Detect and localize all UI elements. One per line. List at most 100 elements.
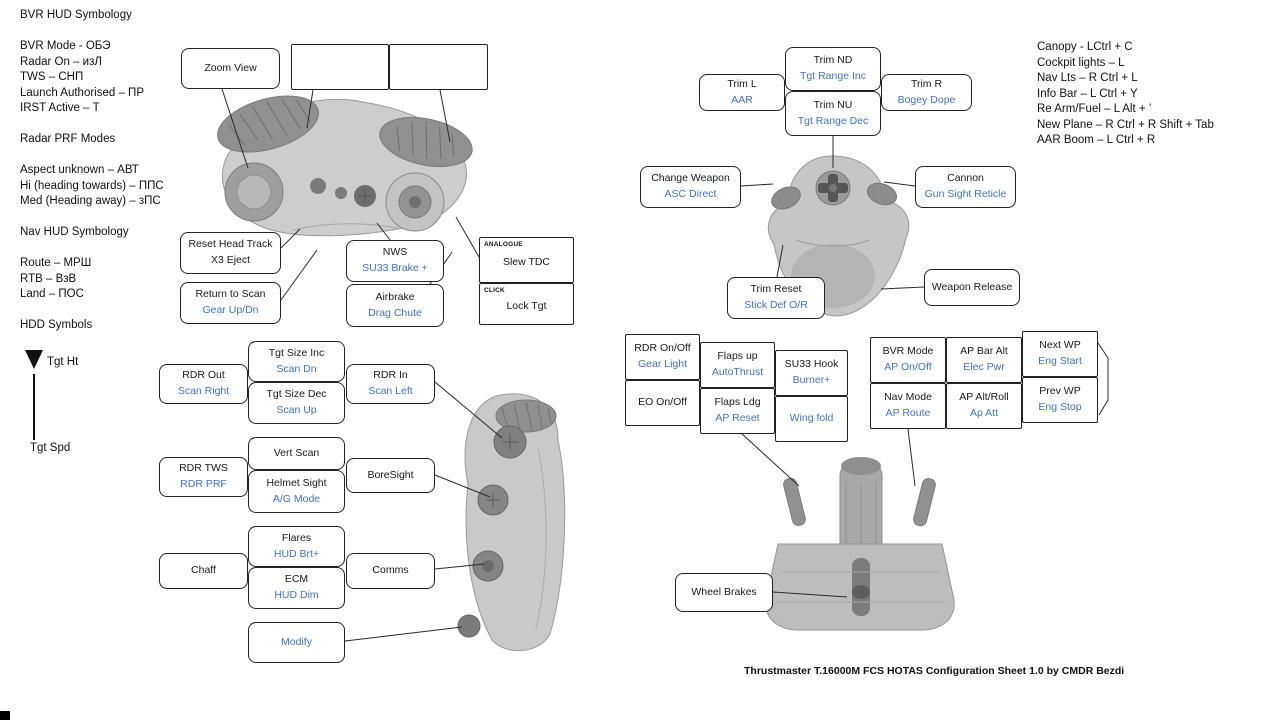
legend-line: Aspect unknown – АВТ <box>20 164 139 176</box>
legend-line: Launch Authorised – ПР <box>20 86 144 99</box>
callout-secondary-label: AP Reset <box>715 412 760 424</box>
callout-wheel-brakes: Wheel Brakes <box>675 573 773 612</box>
callout-nws: NWS SU33 Brake + <box>346 240 444 282</box>
callout-secondary-label: Scan Left <box>368 385 413 397</box>
click-tag: CLICK <box>484 287 505 294</box>
callout-secondary-label: Scan Up <box>276 404 317 416</box>
page-corner-mark <box>0 711 10 720</box>
left-legend: BVR HUD Symbology BVR Mode - ОБЭ Radar O… <box>20 8 215 334</box>
callout-secondary-label: Gear Up/Dn <box>202 304 259 316</box>
legend-line: Route – МРШ <box>20 257 92 269</box>
callout-primary-label: Vert Scan <box>273 446 320 459</box>
callout-secondary-label: Ap Att <box>969 407 999 419</box>
legend-line: BVR Mode - ОБЭ <box>20 40 111 52</box>
legend-line: Info Bar – L Ctrl + Y <box>1037 87 1138 100</box>
callout-secondary-label: Eng Stop <box>1038 401 1082 413</box>
callout-rdr-in: RDR In Scan Left <box>346 364 435 404</box>
callout-boresight: BoreSight <box>346 458 435 493</box>
callout-primary-label: Helmet Sight <box>266 476 327 489</box>
callout-vert-scan: Vert Scan <box>248 437 345 470</box>
callout-primary-label: SU33 Hook <box>784 358 839 371</box>
tgt-ht-label: Tgt Ht <box>47 356 79 368</box>
callout-flaps-ldg: Flaps Ldg AP Reset <box>700 388 775 434</box>
callout-primary-label: Nav Mode <box>884 391 932 404</box>
callout-primary-label: RDR On/Off <box>634 342 691 355</box>
callout-next-wp: Next WP Eng Start <box>1022 331 1098 377</box>
legend-line: Nav Lts – R Ctrl + L <box>1037 72 1138 84</box>
callout-secondary-label: A/G Mode <box>272 492 321 505</box>
legend-title: Nav HUD Symbology <box>20 226 129 238</box>
callout-secondary-label: RDR PRF <box>180 478 227 490</box>
tgt-spd-label: Tgt Spd <box>30 442 71 454</box>
callout-primary-label: Slew TDC <box>502 255 551 268</box>
callout-secondary-label: AP Route <box>885 407 931 419</box>
callout-primary-label: Tgt Size Dec <box>266 388 327 401</box>
callout-primary-label: Next WP <box>1039 339 1081 352</box>
callout-primary-label: Flares <box>281 531 312 544</box>
callout-secondary-label: Burner+ <box>792 374 831 386</box>
callout-primary-label: AP Bar Alt <box>960 345 1008 358</box>
callout-cannon: Cannon Gun Sight Reticle <box>915 166 1016 208</box>
callout-primary-label: Flaps up <box>717 350 758 363</box>
callout-tgt-size-inc: Tgt Size Inc Scan Dn <box>248 341 345 382</box>
callout-secondary-label: Tgt Range Dec <box>797 114 869 127</box>
callout-primary-label: AP Alt/Roll <box>959 391 1009 404</box>
legend-line: AAR Boom – L Ctrl + R <box>1037 134 1156 146</box>
callout-primary-label: Trim ND <box>813 54 853 67</box>
callout-rdr-onoff: RDR On/Off Gear Light <box>625 334 700 380</box>
callout-comms: Comms <box>346 553 435 589</box>
callout-primary-label: Modify <box>281 635 312 648</box>
analogue-tag: ANALOGUE <box>484 241 523 248</box>
throttle-grip-side-image <box>457 393 566 652</box>
callout-rdr-out: RDR Out Scan Right <box>159 364 248 404</box>
callout-flaps-up: Flaps up AutoThrust <box>700 342 775 388</box>
legend-line: Cockpit lights – L <box>1037 56 1125 69</box>
callout-secondary-label: Scan Dn <box>276 362 317 375</box>
callout-secondary-label: Gun Sight Reticle <box>924 188 1007 200</box>
legend-line: Land – ПОС <box>20 288 84 300</box>
callout-bvr-mode: BVR Mode AP On/Off <box>870 337 946 383</box>
callout-reset-head-track: Reset Head Track X3 Eject <box>180 232 281 274</box>
callout-prev-wp: Prev WP Eng Stop <box>1022 377 1098 423</box>
callout-primary-label: Airbrake <box>375 290 415 303</box>
callout-su33-hook: SU33 Hook Burner+ <box>775 350 848 396</box>
legend-line: TWS – СНП <box>20 71 84 83</box>
legend-line: Radar On – изЛ <box>20 55 102 68</box>
callout-secondary-label: Scan Right <box>177 385 230 397</box>
callout-ap-alt-roll: AP Alt/Roll Ap Att <box>946 383 1022 429</box>
callout-secondary-label: AAR <box>731 93 753 106</box>
legend-line: Hi (heading towards) – ППС <box>20 179 164 192</box>
callout-primary-label: Zoom View <box>204 61 257 74</box>
callout-primary-label: Change Weapon <box>651 172 730 185</box>
callout-trim-reset: Trim Reset Stick Def O/R <box>727 277 825 319</box>
callout-secondary-label: Bogey Dope <box>897 93 956 106</box>
callout-ap-bar-alt: AP Bar Alt Elec Pwr <box>946 337 1022 383</box>
callout-primary-label: Prev WP <box>1039 385 1081 398</box>
throttle-unit-image <box>765 457 955 631</box>
legend-line: Canopy - LCtrl + C <box>1037 41 1133 53</box>
callout-zoom-view: Zoom View <box>181 48 280 89</box>
callout-primary-label: BoreSight <box>367 468 414 481</box>
callout-trim-r: Trim R Bogey Dope <box>881 74 972 111</box>
callout-nav-mode: Nav Mode AP Route <box>870 383 946 429</box>
sheet-title: Thrustmaster T.16000M FCS HOTAS Configur… <box>744 665 1125 677</box>
legend-line: IRST Active – Т <box>20 102 100 114</box>
callout-change-weapon: Change Weapon ASC Direct <box>640 166 741 208</box>
callout-blank-right <box>389 44 488 90</box>
callout-secondary-label: SU33 Brake + <box>362 262 428 274</box>
callout-primary-label: Wing fold <box>789 412 834 425</box>
callout-secondary-label: HUD Brt+ <box>273 547 320 560</box>
callout-blank-left <box>291 44 389 90</box>
callout-eo-onoff: EO On/Off <box>625 380 700 426</box>
callout-primary-label: BVR Mode <box>882 345 934 358</box>
legend-title: BVR HUD Symbology <box>20 9 132 21</box>
callout-rdr-tws: RDR TWS RDR PRF <box>159 457 248 497</box>
callout-helmet-sight: Helmet Sight A/G Mode <box>248 470 345 513</box>
callout-primary-label: Trim L <box>727 77 757 90</box>
callout-tgt-size-dec: Tgt Size Dec Scan Up <box>248 382 345 424</box>
right-legend: Canopy - LCtrl + C Cockpit lights – L Na… <box>1037 40 1247 149</box>
legend-line: New Plane – R Ctrl + R Shift + Tab <box>1037 118 1214 131</box>
callout-primary-label: Chaff <box>191 564 216 577</box>
callout-trim-nu: Trim NU Tgt Range Dec <box>785 91 881 136</box>
